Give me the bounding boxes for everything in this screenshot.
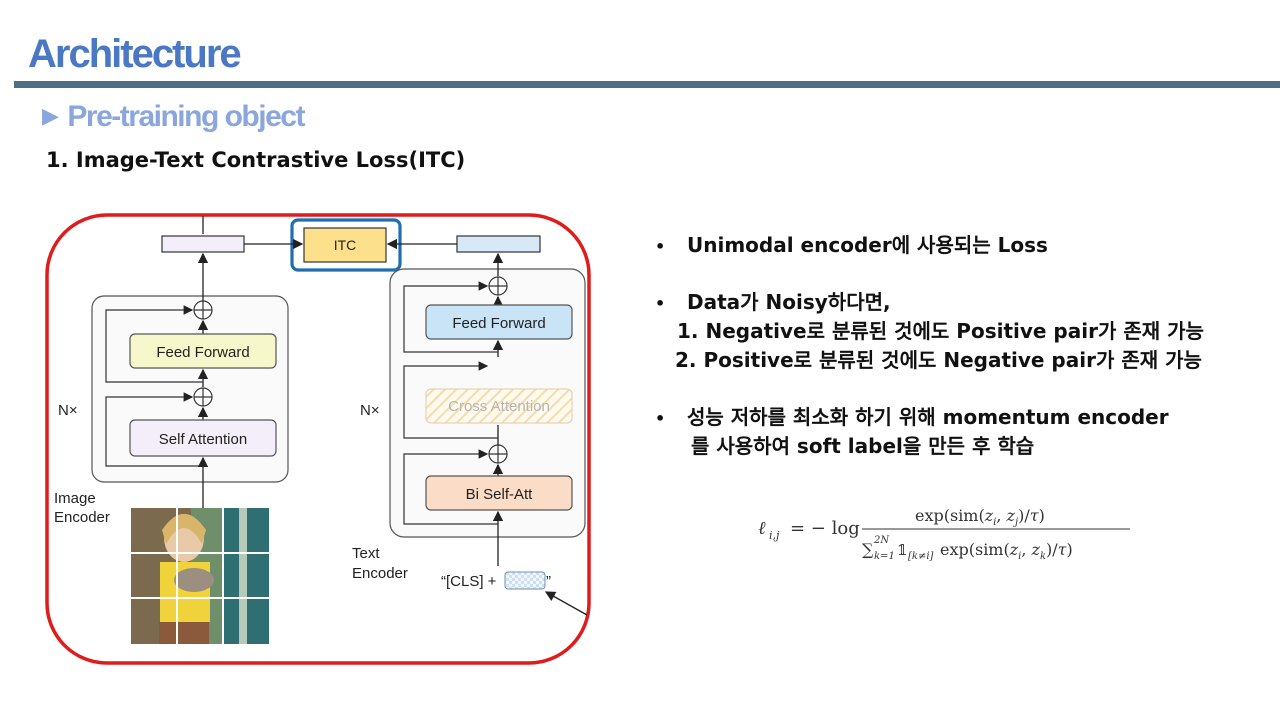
input-photo: [131, 508, 269, 644]
feed-forward-right-label: Feed Forward: [452, 315, 545, 332]
cross-attention-box: [425, 388, 573, 424]
slide-subtitle: ▶ Pre-training object: [42, 100, 305, 134]
svg-text:ℓ: ℓ: [758, 518, 766, 539]
image-embedding-bar: [161, 235, 245, 253]
red-highlight-outline: [45, 213, 591, 665]
bullet-item-2-sub-1: 1. Negative로 분류된 것에도 Positive pair가 존재 가…: [677, 319, 1204, 343]
svg-text:= − log: = − log: [790, 518, 860, 539]
loss-formula: ℓ i,j = − log exp(sim(zi, zj)/τ) ∑ 2N k=…: [758, 506, 1130, 562]
svg-text:exp(sim(zi, zk)/τ): exp(sim(zi, zk)/τ): [940, 540, 1073, 562]
subtitle-text: Pre-training object: [67, 100, 305, 133]
text-embedding-bar: [456, 235, 541, 253]
svg-text:i,j: i,j: [769, 529, 780, 542]
triangle-bullet-icon: ▶: [42, 103, 59, 128]
image-encoder-label-line1: Image: [54, 490, 96, 507]
itc-label: ITC: [334, 237, 357, 253]
bullet-dot-icon: •: [655, 294, 666, 313]
nx-left-label: N×: [58, 402, 78, 419]
bullet-dot-icon: •: [655, 237, 666, 256]
feed-forward-left-box: [129, 333, 277, 369]
itc-box: [303, 227, 387, 263]
text-encoder-label-line2: Encoder: [352, 565, 408, 582]
svg-text:∑: ∑: [862, 540, 874, 559]
bullet-dot-icon: •: [655, 409, 666, 428]
slide-title: Architecture: [28, 32, 242, 76]
bullet-item-3: •성능 저하를 최소화 하기 위해 momentum encoder: [655, 405, 1169, 429]
text-token-box: [504, 571, 546, 590]
itc-highlight-box: [290, 218, 402, 272]
pointer-arrow: [544, 591, 588, 616]
svg-text:exp(sim(zi, zj)/τ): exp(sim(zi, zj)/τ): [915, 506, 1045, 528]
self-attention-box: [129, 419, 277, 457]
nx-right-label: N×: [360, 402, 380, 419]
bullet-item-3-line-2: 를 사용하여 soft label을 만든 후 학습: [691, 434, 1035, 458]
svg-text:[k≠i]: [k≠i]: [908, 551, 934, 562]
self-attention-label: Self Attention: [159, 431, 247, 448]
section-heading: 1. Image-Text Contrastive Loss(ITC): [46, 148, 466, 172]
architecture-diagram: ITC Feed Forward Self Attention N× Image…: [45, 213, 591, 665]
svg-text:k=1: k=1: [874, 551, 895, 562]
feed-forward-left-label: Feed Forward: [156, 344, 249, 361]
cls-input-text: “[CLS] +: [441, 573, 497, 590]
svg-text:2N: 2N: [873, 535, 890, 546]
svg-text:𝟙: 𝟙: [897, 541, 907, 559]
bi-self-att-label: Bi Self-Att: [466, 486, 534, 503]
bullet-item-2-sub-2: 2. Positive로 분류된 것에도 Negative pair가 존재 가…: [675, 348, 1202, 372]
bullet-item-1: •Unimodal encoder에 사용되는 Loss: [655, 233, 1048, 257]
cross-attention-label: Cross Attention: [448, 398, 550, 415]
bi-self-att-box: [425, 475, 573, 511]
title-underline-bar: [14, 81, 1280, 88]
image-encoder-label-line2: Encoder: [54, 509, 110, 526]
feed-forward-right-box: [425, 304, 573, 340]
text-encoder-label-line1: Text: [352, 545, 380, 562]
bullet-item-2: •Data가 Noisy하다면,: [655, 290, 891, 314]
cls-input-close-quote: ”: [546, 573, 551, 590]
